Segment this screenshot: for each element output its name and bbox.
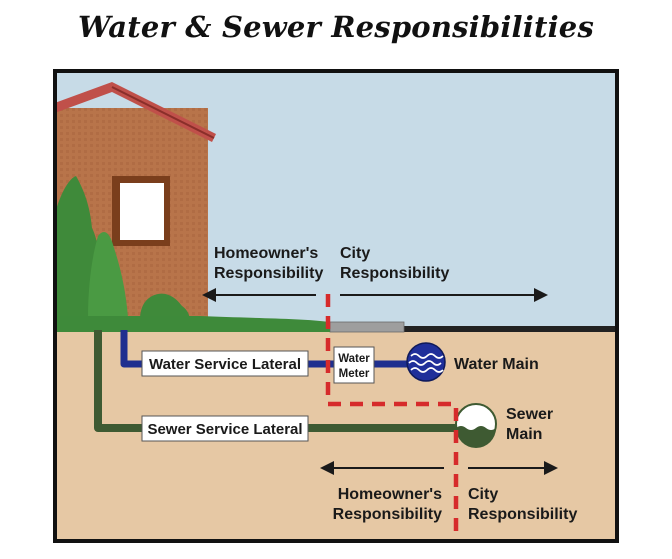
homeowner-top-line1: Homeowner's [214,245,318,262]
roof-edge [111,86,215,139]
diagram-frame [53,69,619,543]
city-bottom-line1: City [468,486,498,503]
homeowner-top-arrow [202,288,316,302]
sewer-main-label-line2: Main [506,426,542,443]
sewer-service-lateral-label: Sewer Service Lateral [147,421,302,438]
homeowner-bottom-arrow [320,461,444,475]
grass [56,316,330,332]
street [400,326,616,332]
tree-left [56,176,101,318]
house-window [120,183,164,240]
city-top-arrow [340,288,548,302]
water-meter-label-line2: Meter [339,368,370,380]
responsibility-boundary [325,294,459,540]
homeowner-top-line2: Responsibility [214,265,323,282]
water-service-lateral-label: Water Service Lateral [149,356,301,373]
water-main-icon [406,342,446,382]
sewer-pipe-house [94,330,142,432]
water-meter-box [333,346,375,384]
city-bottom-arrow [468,461,558,475]
shrub-right [140,293,190,322]
homeowner-bottom-line1: Homeowner's [338,486,442,503]
page-title: Water & Sewer Responsibilities [78,10,594,44]
sewer-main-label-line1: Sewer [506,406,553,423]
sewer-main-icon [455,403,497,448]
city-top-line2: Responsibility [340,265,449,282]
water-main-label: Water Main [454,356,539,373]
water-pipe-house [120,330,142,368]
city-top-line1: City [340,245,370,262]
house-roof [56,82,216,142]
sidewalk [329,321,405,333]
homeowner-bottom-line2: Responsibility [333,506,442,523]
sewer-service-lateral-box [141,415,309,442]
tree-middle [88,232,128,318]
city-bottom-line2: Responsibility [468,506,577,523]
water-service-lateral-box [141,350,309,377]
water-meter-label-line1: Water [338,353,370,365]
